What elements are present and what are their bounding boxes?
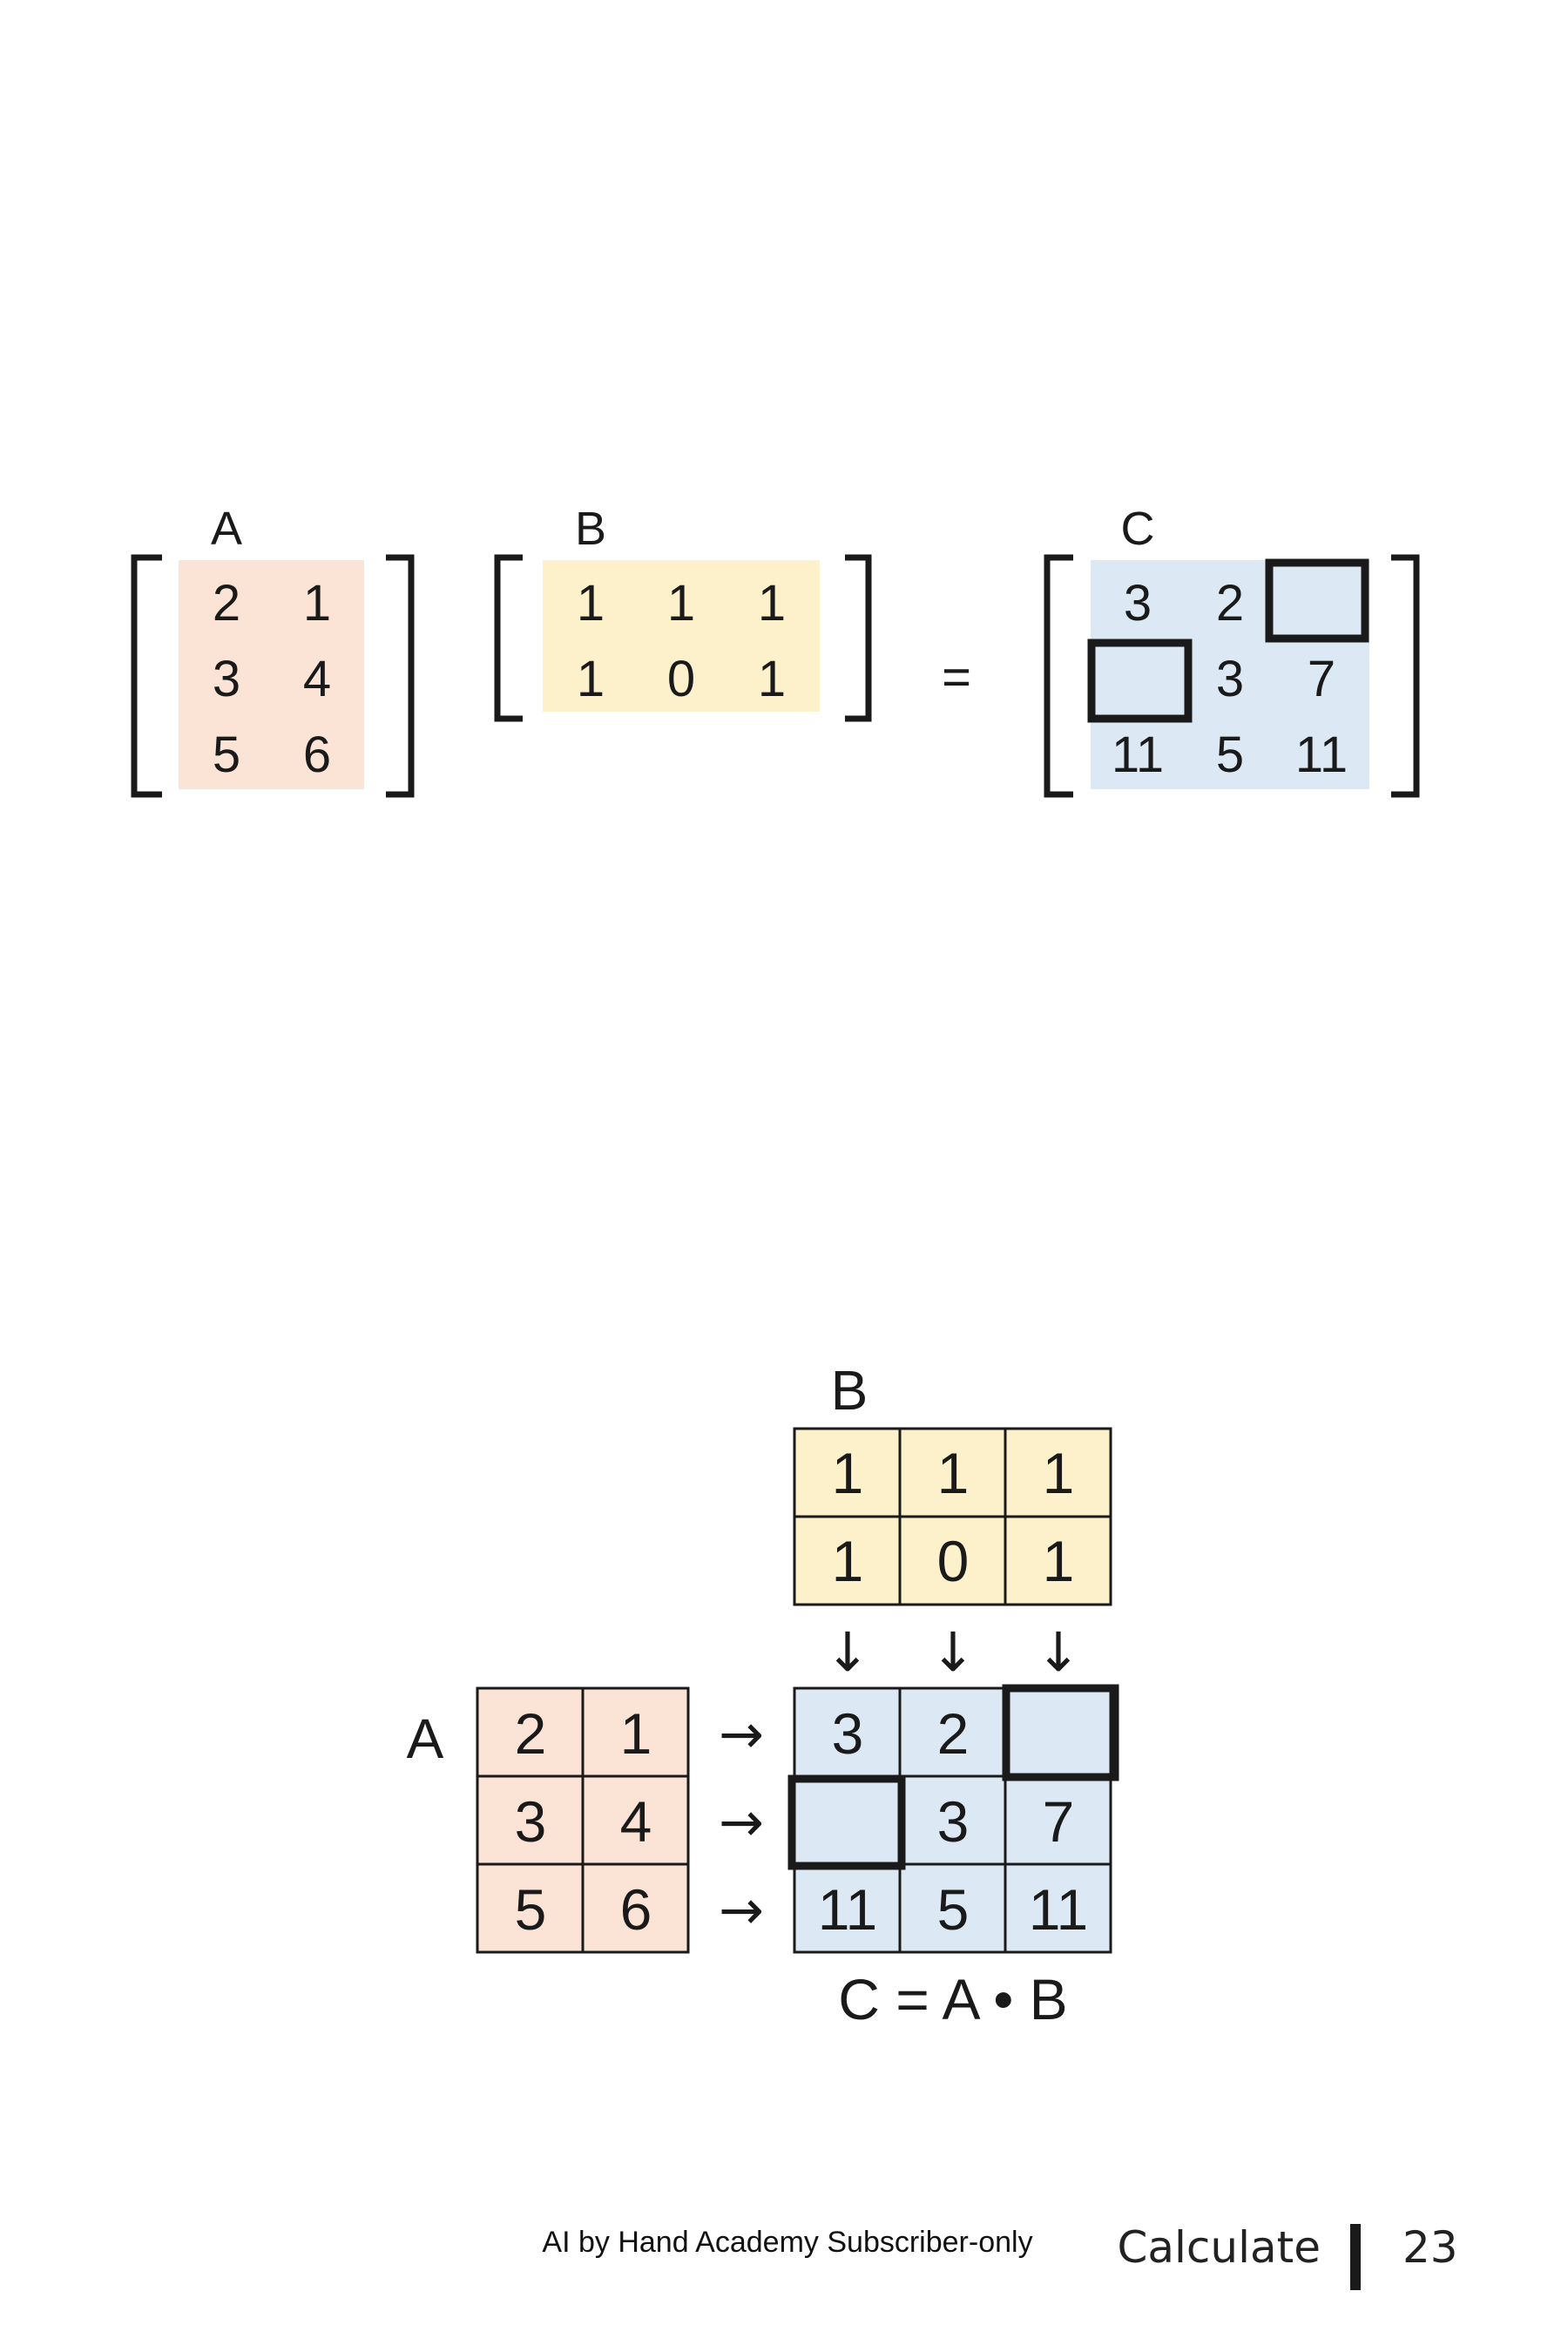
grid-c-blank-cell-box[interactable] [787,1774,906,1870]
right-arrow-icon: → [719,1702,764,1766]
grid-a-cell [581,1686,690,1778]
matrix-b-left-bracket [494,554,523,722]
grid-c-value: 2 [937,1701,970,1766]
grid-diagram: B 1 1 1 1 0 1 ↓ ↓ ↓ A 2 1 [407,1359,1119,2031]
grid-a-value: 4 [620,1789,652,1854]
matrix-a-cell: 5 [213,727,240,783]
matrix-c-cell: 7 [1308,651,1335,707]
grid-c-cell [1004,1862,1112,1954]
matrix-b-cell: 1 [667,575,695,632]
matrix-a-cell: 1 [303,575,331,632]
grid-c-value: 3 [832,1701,864,1766]
matrix-c-left-bracket [1044,554,1073,798]
equals-sign: = [942,649,971,706]
grid-c-value: 11 [818,1877,878,1942]
matrix-a-left-bracket [131,554,162,798]
grid-b-value: 1 [832,1529,864,1593]
matrix-b-cell: 1 [577,575,605,632]
grid-a-cell [476,1862,585,1954]
matrix-a-right-bracket [386,554,415,798]
grid-a-value: 6 [620,1877,652,1942]
matrix-b-right-bracket [845,554,872,722]
grid-c-cell [1004,1774,1112,1866]
grid-a-value: 3 [515,1789,547,1854]
down-arrow-icon: ↓ [1036,1620,1081,1684]
matrix-c-cell: 3 [1124,575,1152,632]
matrix-c-background [1091,560,1369,789]
grid-b-value: 1 [1043,1529,1075,1593]
grid-a-value: 5 [515,1877,547,1942]
grid-b-cell [1004,1515,1112,1606]
matrix-c-cell: 11 [1295,727,1348,783]
grid-a-value: 2 [515,1701,547,1766]
formula-caption: C = A • B [838,1967,1067,2031]
matrix-c-right-bracket [1391,554,1420,798]
grid-c-value: 3 [937,1789,970,1854]
grid-b-value: 1 [937,1441,970,1505]
grid-c-value: 7 [1043,1789,1075,1854]
matrix-b-cell: 0 [667,651,695,707]
grid-c-blank-cell-box[interactable] [1002,1684,1119,1781]
equation-row: A 2 1 3 4 5 6 B 1 1 1 1 0 1 = C 3 2 3 7 … [131,503,1420,798]
matrix-c-cell: 3 [1216,651,1244,707]
page-number: 23 [1402,2222,1458,2273]
grid-c-cell [898,1686,1007,1778]
down-arrow-icon: ↓ [825,1620,870,1684]
matrix-a-cell: 2 [213,575,240,632]
grid-a-cell [581,1774,690,1866]
grid-a: 2 1 3 4 5 6 [476,1686,690,1954]
matrix-b-background [543,560,820,712]
matrix-b-cell: 1 [758,651,786,707]
grid-c-value: 11 [1029,1877,1089,1942]
grid-c-cell [793,1862,902,1954]
matrix-c-cell: 5 [1216,727,1244,783]
matrix-c-cell: 11 [1112,727,1164,783]
grid-c: 3 2 3 7 11 5 11 [787,1684,1119,1954]
matrix-c-blank-cell-box[interactable] [1265,558,1369,643]
grid-b-cell [793,1515,902,1606]
page-footer: AI by Hand Academy Subscriber-only Calcu… [542,2222,1458,2290]
matrix-b-cell: 1 [758,575,786,632]
grid-b-value: 1 [832,1441,864,1505]
matrix-a-cell: 4 [303,651,331,707]
section-title: Calculate [1117,2222,1321,2273]
matrix-c-blank-cell-box[interactable] [1087,639,1193,723]
matrix-a-background [179,560,364,789]
grid-c-cell [898,1862,1007,1954]
grid-c-cell [1004,1686,1112,1778]
matrix-c-cell: 2 [1216,575,1244,632]
grid-b-value: 1 [1043,1441,1075,1505]
grid-a-cell [581,1862,690,1954]
footer-divider [1350,2224,1361,2290]
grid-b-value: 0 [937,1529,970,1593]
grid-b-cell [898,1515,1007,1606]
right-arrow-icon: → [719,1790,764,1854]
down-arrow-icon: ↓ [930,1620,976,1684]
matrix-c-label: C [1121,503,1155,555]
grid-c-cell [793,1774,902,1866]
matrix-b-cell: 1 [577,651,605,707]
matrix-a-cell: 6 [303,727,331,783]
grid-b-label: B [831,1359,868,1422]
grid-c-value: 5 [937,1877,970,1942]
right-arrow-icon: → [719,1878,764,1942]
grid-a-value: 1 [620,1701,652,1766]
grid-a-label: A [407,1707,444,1770]
matrix-a-label: A [211,503,242,555]
matrix-b-label: B [575,503,606,555]
subscriber-note: AI by Hand Academy Subscriber-only [542,2226,1032,2259]
grid-b: 1 1 1 1 0 1 [793,1427,1112,1606]
matrix-a-cell: 3 [213,651,240,707]
